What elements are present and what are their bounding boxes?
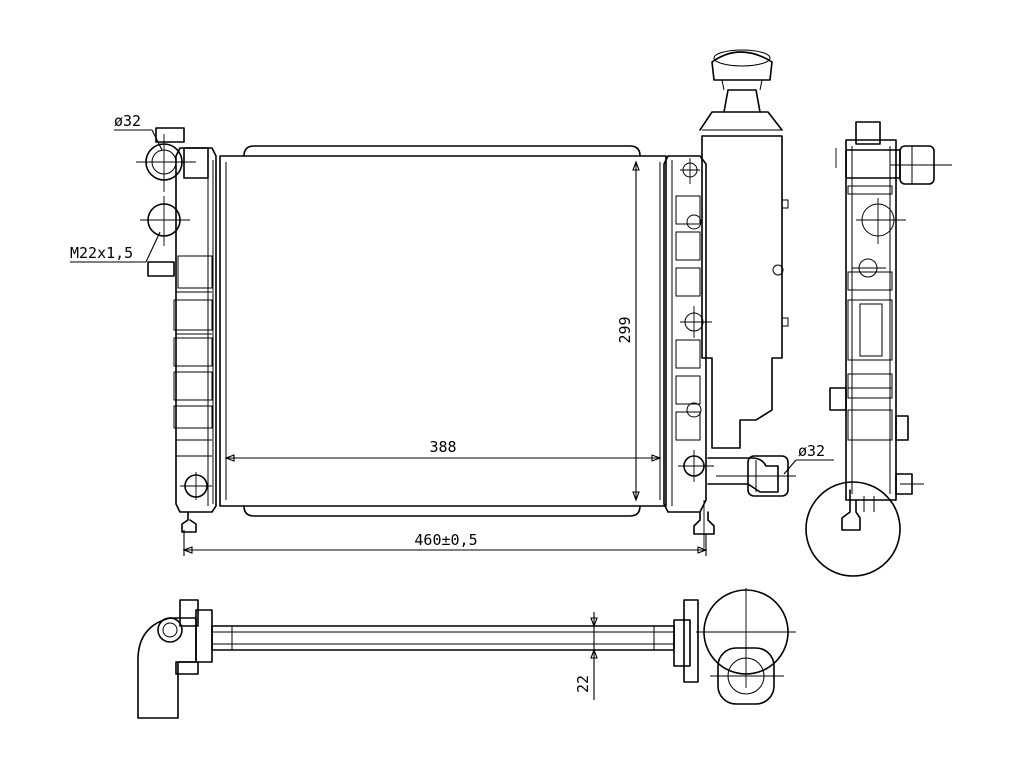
- thickness-dimension: [590, 612, 598, 700]
- core-width-dimension: [224, 454, 662, 462]
- radiator-core: [219, 145, 667, 517]
- side-view: [805, 121, 952, 577]
- core-height-label: 299: [616, 316, 634, 343]
- outlet-pipe: [707, 455, 796, 497]
- core-width-label: 388: [429, 438, 456, 456]
- right-tank: [663, 155, 714, 513]
- expansion-tank: [699, 49, 789, 449]
- thickness-label: 22: [574, 675, 592, 693]
- drain-thread-callout: [70, 231, 161, 263]
- top-view: 22: [137, 588, 796, 719]
- inlet-diameter-label: ø32: [114, 112, 141, 130]
- overall-width-label: 460±0,5: [414, 531, 477, 549]
- front-view: 388 299 460±0,5 ø32 M22x1,5: [70, 49, 834, 556]
- drain-thread-label: M22x1,5: [70, 244, 133, 262]
- left-tank: [173, 147, 217, 513]
- overall-width-dimension: [182, 530, 708, 556]
- right-mount-pin: [693, 500, 715, 548]
- core-height-dimension: [632, 160, 640, 502]
- drain-plug: [140, 196, 190, 277]
- outlet-diameter-label: ø32: [798, 442, 825, 460]
- outlet-diameter-callout: [783, 459, 834, 475]
- left-mount-pin: [180, 472, 212, 533]
- inlet-pipe: [136, 127, 209, 192]
- inlet-diameter-callout: [114, 129, 163, 151]
